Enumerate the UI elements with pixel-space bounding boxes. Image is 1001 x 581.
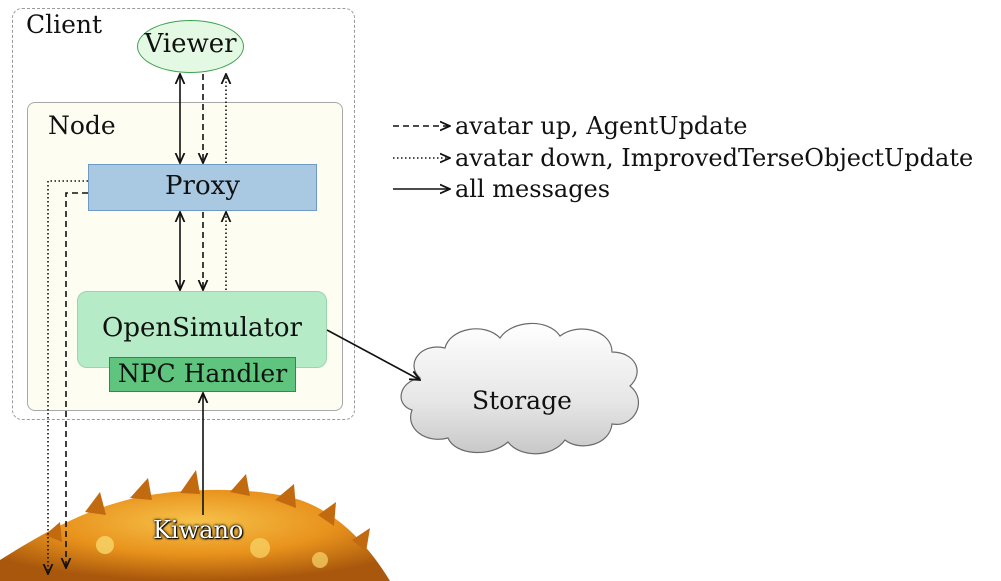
npc-handler-label: NPC Handler [117, 359, 288, 388]
storage-label: Storage [472, 386, 572, 415]
client-container [12, 8, 355, 420]
npc-handler-node [109, 357, 296, 392]
node-label: Node [48, 111, 116, 140]
legend-solid-label: all messages [455, 175, 611, 203]
cloud-icon [400, 322, 640, 455]
viewer-label: Viewer [144, 29, 237, 59]
proxy-label: Proxy [165, 171, 240, 201]
client-label: Client [26, 10, 103, 39]
proxy-node [88, 164, 317, 211]
opensimulator-label: OpenSimulator [102, 313, 302, 343]
legend-dashed-label: avatar up, AgentUpdate [455, 112, 748, 140]
kiwano-label: Kiwano [153, 516, 244, 544]
kiwano-fruit-image [0, 470, 390, 581]
legend-dotted-label: avatar down, ImprovedTerseObjectUpdate [455, 144, 974, 172]
viewer-node [137, 20, 244, 73]
